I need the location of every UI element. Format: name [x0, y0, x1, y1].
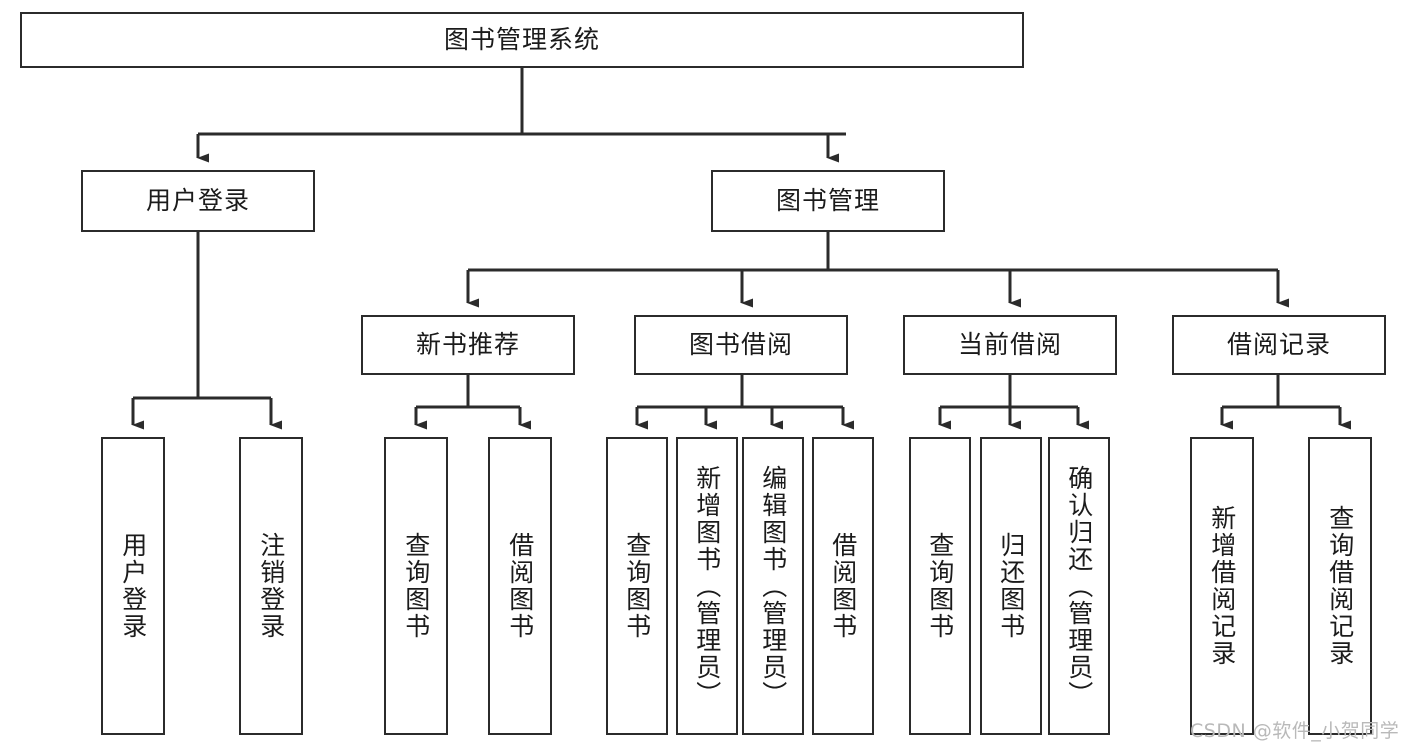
leaf-recommend-query-book[interactable]: 查询图书 [384, 437, 448, 735]
leaf-recommend-borrow-book[interactable]: 借阅图书 [488, 437, 552, 735]
node-root-book-management-system[interactable]: 图书管理系统 [20, 12, 1024, 68]
node-book-borrow[interactable]: 图书借阅 [634, 315, 848, 375]
node-label: 确认归还（管理员） [1064, 464, 1094, 708]
node-label: 图书管理 [775, 186, 880, 216]
node-label: 查询图书 [401, 532, 431, 640]
leaf-borrow-add-book-admin[interactable]: 新增图书（管理员） [676, 437, 738, 735]
node-label: 编辑图书（管理员） [758, 464, 788, 708]
node-label: 新书推荐 [415, 330, 520, 360]
node-book-management[interactable]: 图书管理 [711, 170, 945, 232]
node-user-login[interactable]: 用户登录 [81, 170, 315, 232]
node-label: 查询借阅记录 [1325, 505, 1355, 667]
node-label: 新增借阅记录 [1207, 505, 1237, 667]
leaf-borrow-edit-book-admin[interactable]: 编辑图书（管理员） [742, 437, 804, 735]
leaf-borrow-borrow-book[interactable]: 借阅图书 [812, 437, 874, 735]
leaf-borrow-query-book[interactable]: 查询图书 [606, 437, 668, 735]
csdn-watermark: CSDN @软件_小贺同学 [1190, 720, 1400, 742]
node-label: 借阅图书 [505, 532, 535, 640]
leaf-current-query-book[interactable]: 查询图书 [909, 437, 971, 735]
node-label: 当前借阅 [957, 330, 1062, 360]
node-label: 借阅记录 [1226, 330, 1331, 360]
node-label: 借阅图书 [828, 532, 858, 640]
node-label: 新增图书（管理员） [692, 464, 722, 708]
node-label: 归还图书 [996, 532, 1026, 640]
node-current-borrow[interactable]: 当前借阅 [903, 315, 1117, 375]
node-label: 查询图书 [925, 532, 955, 640]
leaf-logout[interactable]: 注销登录 [239, 437, 303, 735]
node-label: 注销登录 [256, 532, 286, 640]
node-label: 图书管理系统 [443, 25, 600, 55]
node-label: 图书借阅 [688, 330, 793, 360]
node-new-book-recommend[interactable]: 新书推荐 [361, 315, 575, 375]
node-label: 查询图书 [622, 532, 652, 640]
leaf-record-add-borrow-record[interactable]: 新增借阅记录 [1190, 437, 1254, 735]
leaf-record-query-borrow-record[interactable]: 查询借阅记录 [1308, 437, 1372, 735]
node-borrow-record[interactable]: 借阅记录 [1172, 315, 1386, 375]
leaf-current-confirm-return-admin[interactable]: 确认归还（管理员） [1048, 437, 1110, 735]
leaf-user-login[interactable]: 用户登录 [101, 437, 165, 735]
node-label: 用户登录 [145, 186, 250, 216]
leaf-current-return-book[interactable]: 归还图书 [980, 437, 1042, 735]
node-label: 用户登录 [118, 532, 148, 640]
